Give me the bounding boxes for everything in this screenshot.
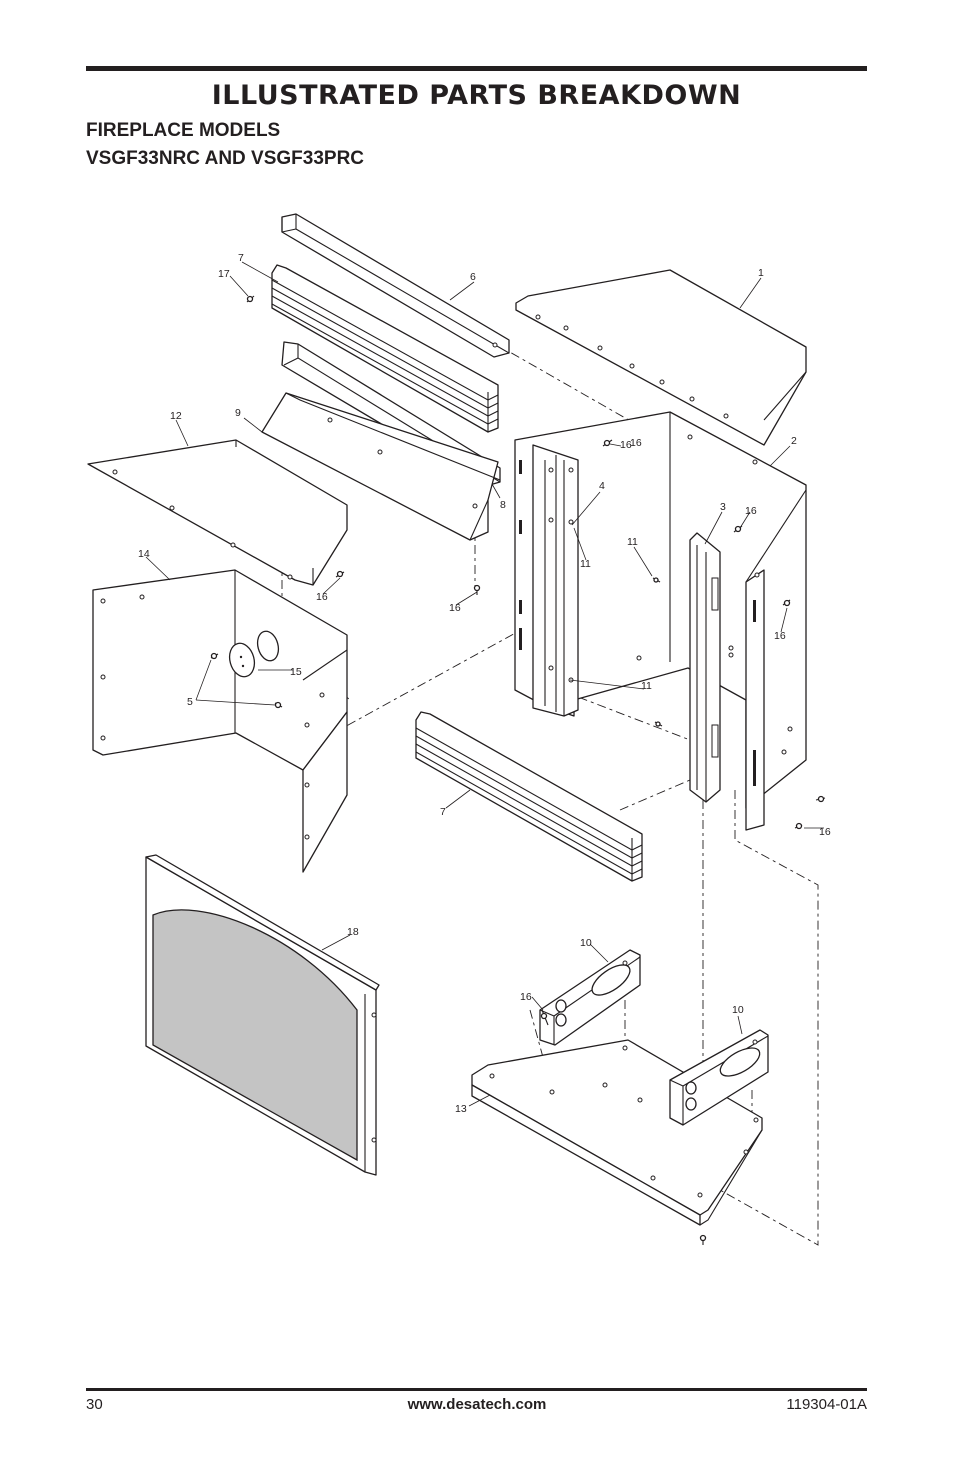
part-side-panel — [745, 569, 765, 831]
callout-16-c: 16 — [774, 630, 786, 642]
callout-13: 13 — [455, 1103, 467, 1115]
leader-lines — [145, 261, 824, 1107]
callout-7-lower: 7 — [440, 806, 446, 818]
callout-11-b: 11 — [580, 558, 591, 570]
page-number: 30 — [86, 1396, 103, 1413]
screws — [210, 295, 826, 1245]
part-roof-panel — [515, 269, 807, 446]
callout-2: 2 — [791, 435, 797, 447]
page-title: ILLUSTRATED PARTS BREAKDOWN — [211, 80, 742, 111]
callout-16-b: 16 — [745, 505, 757, 517]
model-numbers: VSGF33NRC AND VSGF33PRC — [86, 148, 365, 169]
callout-16-g: 16 — [520, 991, 532, 1003]
callout-5: 5 — [187, 696, 193, 708]
callout-4: 4 — [599, 480, 605, 492]
callout-17: 17 — [218, 268, 230, 280]
callout-16-d: 16 — [819, 826, 831, 838]
callout-11-c: 11 — [641, 680, 652, 692]
callout-16-f: 16 — [449, 602, 461, 614]
bottom-rule — [86, 1388, 867, 1391]
part-right-channel — [689, 532, 721, 803]
part-lower-louver — [415, 711, 643, 882]
callout-7-upper: 7 — [238, 252, 244, 264]
callout-15: 15 — [290, 666, 302, 678]
part-bracket-right — [669, 1029, 769, 1126]
callout-16-e: 16 — [316, 591, 328, 603]
part-front-screen — [145, 854, 380, 1176]
callout-10-right: 10 — [732, 1004, 744, 1016]
callout-8: 8 — [500, 499, 506, 511]
callout-16-a: 16 — [620, 439, 632, 451]
callout-1: 1 — [758, 267, 764, 279]
callout-11-a: 11 — [627, 536, 638, 548]
callout-6: 6 — [470, 271, 476, 283]
callout-labels: 1 2 3 4 5 6 7 7 8 9 10 10 11 11 11 12 13… — [138, 252, 831, 1115]
part-round-plates — [228, 630, 280, 678]
callout-12: 12 — [170, 410, 182, 422]
document-number: 119304-01A — [786, 1396, 867, 1413]
callout-3: 3 — [720, 501, 726, 513]
part-baffle — [261, 392, 501, 541]
callout-16-h: 16 — [630, 437, 642, 449]
callout-10-left: 10 — [580, 937, 592, 949]
callout-14: 14 — [138, 548, 150, 560]
models-heading: FIREPLACE MODELS — [86, 120, 281, 141]
callout-9: 9 — [235, 407, 241, 419]
top-rule — [86, 66, 867, 71]
part-top-rail — [281, 213, 510, 358]
website-link[interactable]: www.desatech.com — [407, 1396, 547, 1413]
callout-18: 18 — [347, 926, 359, 938]
part-top-panel — [87, 439, 348, 586]
part-corner-post — [532, 444, 579, 717]
part-bracket-left — [539, 949, 641, 1046]
part-left-side-panel — [92, 569, 348, 873]
